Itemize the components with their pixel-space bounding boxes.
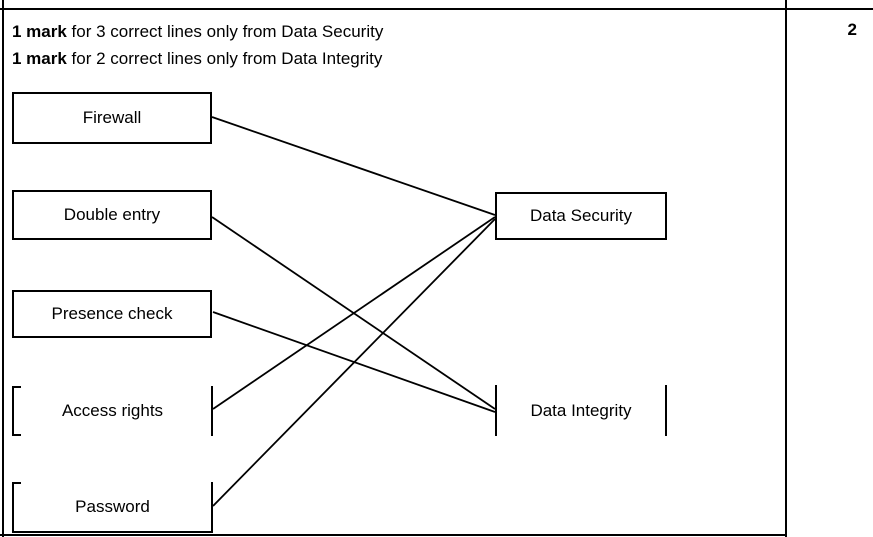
connection-line <box>212 216 496 410</box>
connection-line <box>211 116 496 216</box>
table-bottom-border <box>0 534 786 536</box>
marking-notes: 1 mark for 3 correct lines only from Dat… <box>12 18 383 72</box>
option-label: Password <box>75 496 150 516</box>
category-label: Data Security <box>529 206 633 225</box>
option-label: Access rights <box>61 401 164 420</box>
marking-note-1-bold: 1 mark <box>12 22 67 41</box>
option-label: Firewall <box>82 108 142 127</box>
option-box-access-rights: Access rights <box>12 386 213 436</box>
marks-column-divider <box>785 0 787 537</box>
connection-line <box>212 218 496 507</box>
option-box-double-entry: Double entry <box>12 190 212 240</box>
option-box-presence-check: Presence check <box>12 290 212 338</box>
option-box-firewall: Firewall <box>12 92 212 144</box>
option-label: Presence check <box>51 304 173 323</box>
marks-cell-value: 2 <box>847 20 857 39</box>
table-top-border <box>0 8 873 10</box>
marking-note-2-text: for 2 correct lines only from Data Integ… <box>66 49 383 68</box>
table-left-border <box>2 0 4 537</box>
connection-line <box>212 311 496 413</box>
marking-note-1-text: for 3 correct lines only from Data Secur… <box>66 22 384 41</box>
category-box-data-integrity: Data Integrity <box>495 385 667 436</box>
marking-note-2: 1 mark for 2 correct lines only from Dat… <box>12 45 383 72</box>
option-box-password: Password <box>12 482 213 533</box>
option-label: Double entry <box>63 205 161 224</box>
connection-line <box>211 216 496 410</box>
marking-note-2-bold: 1 mark <box>12 49 67 68</box>
marking-note-1: 1 mark for 3 correct lines only from Dat… <box>12 18 383 45</box>
category-box-data-security: Data Security <box>495 192 667 240</box>
category-label: Data Integrity <box>530 400 632 420</box>
